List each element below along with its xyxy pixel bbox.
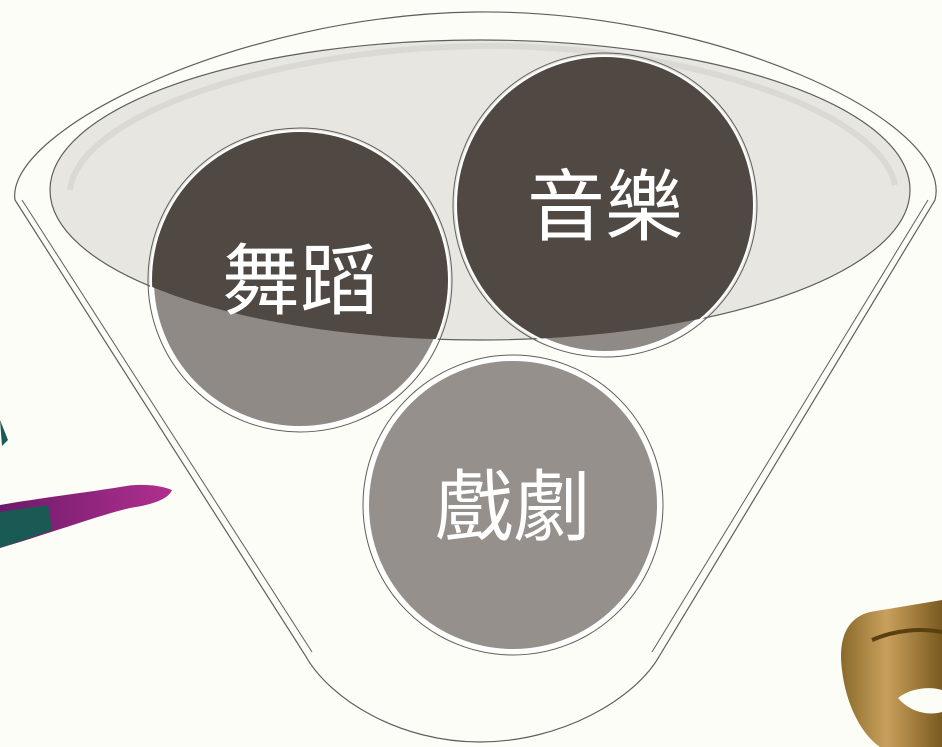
circle-music: 音樂 xyxy=(452,52,758,358)
theatre-mask-image xyxy=(841,600,942,747)
circle-dance: 舞蹈 xyxy=(147,127,453,433)
dancer-leg-image xyxy=(0,420,172,548)
circle-dance-label: 舞蹈 xyxy=(222,237,378,327)
circle-music-label: 音樂 xyxy=(527,163,683,253)
circle-drama-label: 戲劇 xyxy=(435,463,591,553)
circle-drama: 戲劇 xyxy=(362,354,664,656)
